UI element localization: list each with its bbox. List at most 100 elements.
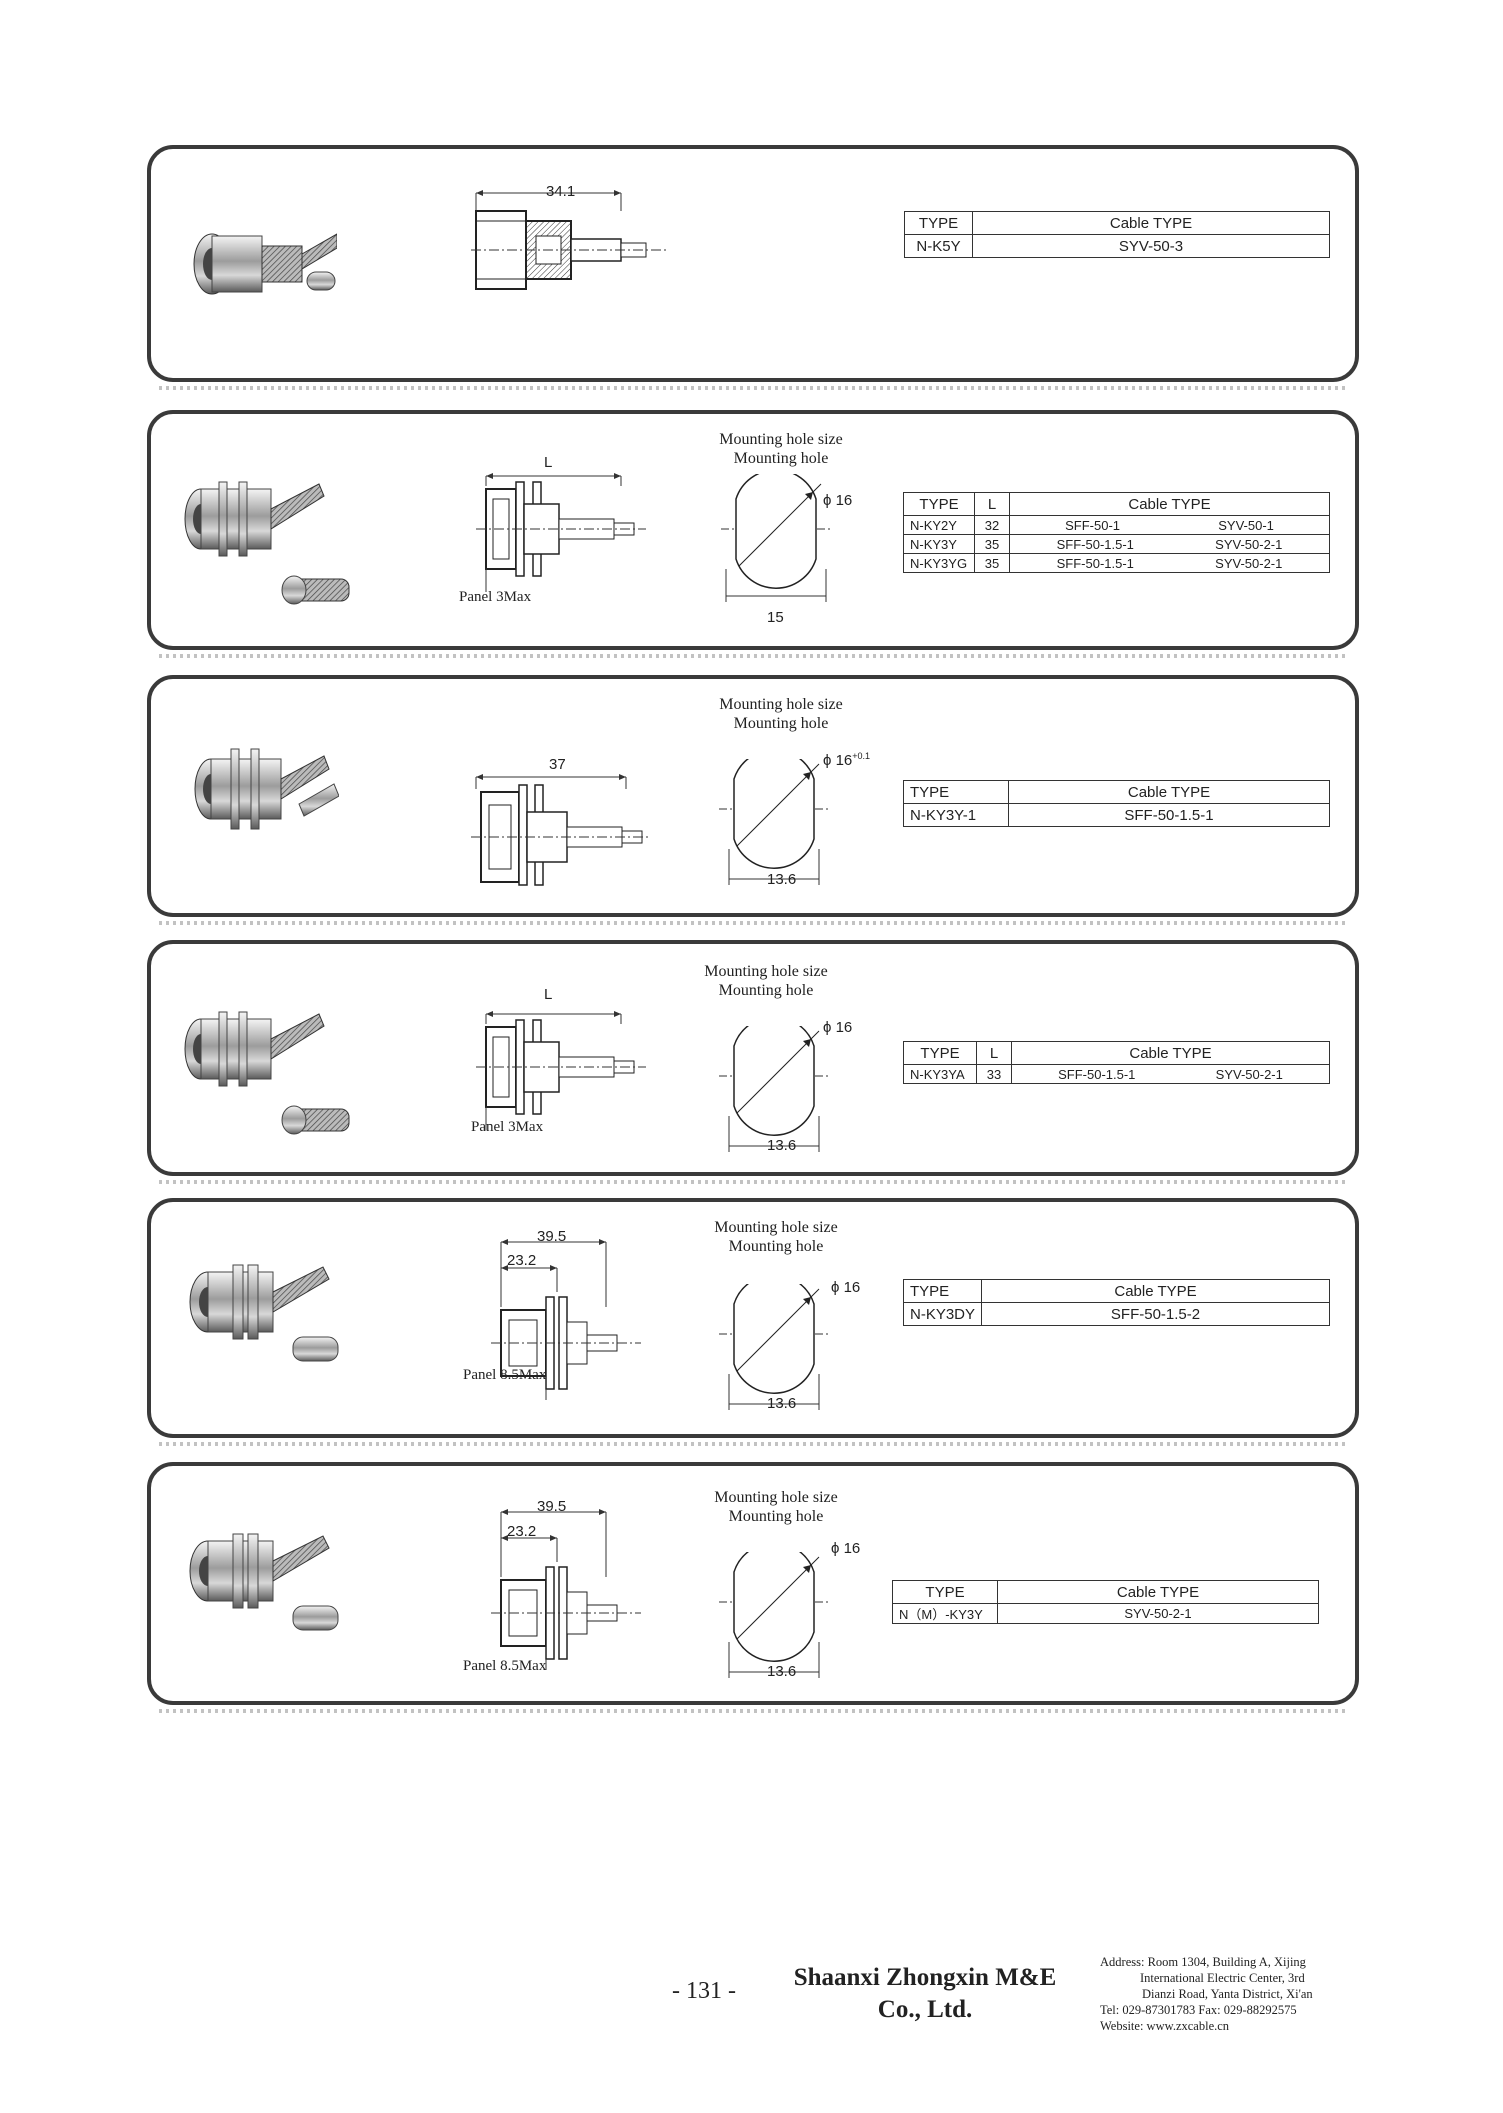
- connector-photo: [194, 748, 339, 830]
- l-header: L: [976, 1041, 1012, 1065]
- type-header: TYPE: [903, 780, 1009, 804]
- website-line: Website: www.zxcable.cn: [1100, 2019, 1230, 2033]
- cable-b: SYV-50-2-1: [1215, 536, 1283, 552]
- mounting-hole-text: Mounting hole: [728, 1508, 824, 1525]
- mounting-hole-size-text: Mounting hole size: [714, 1219, 838, 1236]
- type-header: TYPE: [904, 211, 973, 235]
- type-cell: N-KY3Y: [903, 534, 975, 554]
- mounting-hole-drawing: [719, 1026, 829, 1152]
- type-header: TYPE: [892, 1580, 998, 1604]
- spec-table: TYPE Cable TYPE N-K5Y SYV-50-3: [904, 211, 1330, 258]
- dim-length: 34.1: [546, 183, 576, 200]
- dim-overall: 39.5: [537, 1228, 567, 1245]
- hole-width-label: 13.6: [767, 1137, 797, 1154]
- contact-line: Tel: 029-87301783 Fax: 029-88292575: [1100, 2003, 1297, 2017]
- l-cell: 35: [974, 553, 1010, 573]
- spec-table: TYPE Cable TYPE N（M）-KY3Y SYV-50-2-1: [892, 1580, 1319, 1624]
- l-header: L: [974, 492, 1010, 516]
- dim-body: 23.2: [507, 1523, 537, 1540]
- type-cell: N-K5Y: [904, 234, 973, 258]
- company-name: Shaanxi Zhongxin M&E Co., Ltd.: [760, 1962, 1090, 2026]
- cable-a: SFF-50-1.5-1: [1056, 555, 1134, 571]
- cable-b: SYV-50-2-1: [1215, 1066, 1283, 1082]
- mounting-hole-title: Mounting hole size Mounting hole: [706, 1488, 846, 1526]
- type-header: TYPE: [903, 1041, 977, 1065]
- hole-diameter-label: ϕ 16: [823, 492, 853, 509]
- spec-table: TYPE Cable TYPE N-KY3Y-1 SFF-50-1.5-1: [903, 780, 1330, 827]
- connector-photo: [193, 233, 337, 295]
- connector-drawing: [471, 774, 651, 886]
- hole-tolerance: +0.1: [852, 751, 871, 761]
- cable-type-header: Cable TYPE: [1009, 492, 1330, 516]
- cable-type-header: Cable TYPE: [972, 211, 1330, 235]
- hole-diameter-label: ϕ 16: [831, 1279, 861, 1296]
- cable-b: SYV-50-2-1: [1215, 555, 1283, 571]
- address-line: International Electric Center, 3rd: [1140, 1971, 1305, 1985]
- dim-length: L: [544, 986, 553, 1003]
- dim-overall: 39.5: [537, 1498, 567, 1515]
- mounting-hole-drawing: [719, 759, 829, 885]
- product-panel-n-m-ky3y: 39.5 23.2 Panel 8.5Max Mounting hole siz…: [147, 1462, 1359, 1713]
- spec-table: TYPE L Cable TYPE N-KY3YA 33 SFF-50-1.5-…: [903, 1041, 1330, 1084]
- mounting-hole-drawing: [721, 474, 831, 602]
- cable-cell: SFF-50-1.5-1 SYV-50-2-1: [1009, 553, 1330, 573]
- cable-type-header: Cable TYPE: [1008, 780, 1330, 804]
- panel-thickness-label: Panel 3Max: [471, 1119, 544, 1135]
- cable-b: SYV-50-1: [1218, 517, 1274, 533]
- dim-body: 23.2: [507, 1252, 537, 1269]
- mounting-hole-text: Mounting hole: [733, 450, 829, 467]
- connector-drawing: [491, 1509, 641, 1670]
- spec-table: TYPE Cable TYPE N-KY3DY SFF-50-1.5-2: [902, 1279, 1330, 1326]
- cable-cell: SYV-50-2-1: [997, 1603, 1319, 1624]
- cable-cell: SFF-50-1.5-1 SYV-50-2-1: [1011, 1064, 1330, 1084]
- mounting-hole-size-text: Mounting hole size: [719, 696, 843, 713]
- l-cell: 35: [974, 534, 1010, 554]
- cable-type-header: Cable TYPE: [997, 1580, 1319, 1604]
- mounting-hole-text: Mounting hole: [733, 715, 829, 732]
- product-panel-n-ky2y: L Panel 3Max Mounting hole size Mounting…: [147, 410, 1359, 658]
- mounting-hole-drawing: [719, 1552, 829, 1678]
- connector-drawing: [476, 473, 646, 592]
- company-name-line1: Shaanxi Zhongxin M&E: [793, 1964, 1057, 1991]
- l-cell: 33: [976, 1064, 1012, 1084]
- connector-drawing: [476, 1011, 646, 1130]
- mounting-hole-title: Mounting hole size Mounting hole: [711, 695, 851, 733]
- panel-thickness-label: Panel 8.5Max: [463, 1367, 547, 1383]
- cable-type-header: Cable TYPE: [1011, 1041, 1330, 1065]
- address-line: Dianzi Road, Yanta District, Xi'an: [1142, 1987, 1313, 2001]
- connector-drawing: [471, 190, 666, 290]
- product-panel-n-ky3y-1: 37 Mounting hole size Mounting hole ϕ 16…: [147, 675, 1359, 925]
- type-cell: N-KY3YA: [903, 1064, 977, 1084]
- mounting-hole-drawing: [719, 1284, 829, 1410]
- mounting-hole-size-text: Mounting hole size: [704, 963, 828, 980]
- address-line: Address: Room 1304, Building A, Xijing: [1100, 1955, 1306, 1969]
- connector-drawing: [491, 1239, 641, 1400]
- cable-cell: SFF-50-1 SYV-50-1: [1009, 515, 1330, 535]
- type-cell: N-KY3DY: [902, 1302, 983, 1326]
- cable-a: SFF-50-1: [1065, 517, 1121, 533]
- hole-diameter-label: ϕ 16: [823, 1019, 853, 1036]
- mounting-hole-size-text: Mounting hole size: [719, 431, 843, 448]
- type-cell: N-KY3Y-1: [903, 803, 1009, 827]
- type-cell: N-KY3YG: [903, 553, 975, 573]
- company-address: Address: Room 1304, Building A, Xijing I…: [1100, 1954, 1340, 2034]
- cable-cell: SFF-50-1.5-2: [981, 1302, 1330, 1326]
- type-header: TYPE: [902, 1279, 983, 1303]
- mounting-hole-title: Mounting hole size Mounting hole: [711, 430, 851, 468]
- hole-width-label: 15: [767, 609, 784, 626]
- mounting-hole-text: Mounting hole: [728, 1238, 824, 1255]
- type-cell: N（M）-KY3Y: [892, 1603, 998, 1624]
- product-panel-n-ky3ya: L Panel 3Max Mounting hole size Mounting…: [147, 940, 1359, 1184]
- connector-photo: [189, 1264, 339, 1362]
- connector-photo: [184, 481, 350, 605]
- panel-thickness-label: Panel 8.5Max: [463, 1658, 547, 1674]
- hole-diameter-value: ϕ 16: [823, 752, 853, 769]
- cable-a: SFF-50-1.5-1: [1058, 1066, 1136, 1082]
- hole-width-label: 13.6: [767, 1395, 797, 1412]
- connector-photo: [184, 1011, 350, 1135]
- product-panel-n-ky3dy: 39.5 23.2 Panel 8.5Max Mounting hole siz…: [147, 1198, 1359, 1446]
- cable-type-header: Cable TYPE: [981, 1279, 1330, 1303]
- cable-cell: SFF-50-1.5-1: [1008, 803, 1330, 827]
